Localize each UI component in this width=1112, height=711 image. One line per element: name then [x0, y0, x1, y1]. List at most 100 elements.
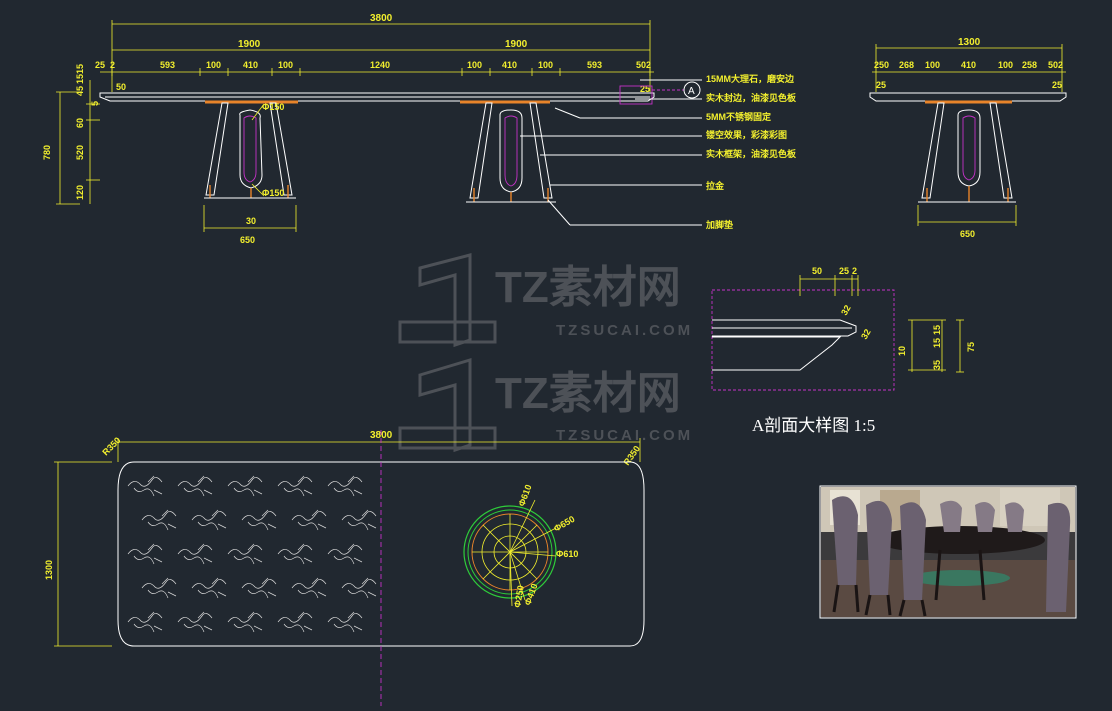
vdim-2: 15 — [75, 64, 85, 74]
marble-vein — [127, 475, 163, 497]
seg-r-4: 502 — [636, 60, 651, 70]
detail-total: 75 — [966, 342, 976, 352]
side-seg-6: 502 — [1048, 60, 1063, 70]
marble-vein — [341, 577, 377, 599]
front-elevation: 3800 1900 1900 25 2 593 100 410 100 1240… — [42, 13, 701, 245]
marble-vein — [177, 611, 213, 633]
side-edge-left: 25 — [876, 80, 886, 90]
watermark-brand: TZ素材网 — [495, 263, 681, 312]
plan-pedestal — [463, 499, 557, 607]
detail-top-2: 2 — [852, 266, 857, 276]
front-tabletop — [99, 92, 655, 104]
dim-half-left: 1900 — [238, 39, 261, 50]
plan-outline — [117, 461, 645, 647]
detail-right-0: 15 — [932, 325, 942, 335]
vdim-3: 5 — [90, 101, 100, 106]
seg-r-3: 593 — [587, 60, 602, 70]
note-4: 实木框架，油漆见色板 — [706, 148, 797, 159]
dim-overall: 3800 — [370, 13, 393, 24]
front-pedestal-left — [204, 102, 296, 199]
marble-vein — [327, 611, 363, 633]
watermark-brand-2: TZ素材网 — [495, 369, 681, 418]
dining-room-photo — [819, 485, 1077, 619]
detail-top-0: 50 — [812, 266, 822, 276]
side-seg-5: 258 — [1022, 60, 1037, 70]
seg-center: 1240 — [370, 60, 390, 70]
vdim-6: 120 — [75, 185, 85, 200]
note-6: 加脚垫 — [705, 219, 733, 230]
marble-vein — [227, 543, 263, 565]
base-inner: 30 — [246, 216, 256, 226]
edge-dim-left: 50 — [116, 82, 126, 92]
marble-vein — [141, 509, 177, 531]
side-elevation: 1300 250 268 100 410 100 258 502 25 25 6… — [869, 37, 1067, 239]
callout-marker-circle — [683, 81, 701, 99]
seg-r-2: 100 — [538, 60, 553, 70]
marble-vein — [291, 509, 327, 531]
side-seg-3: 410 — [961, 60, 976, 70]
side-seg-1: 268 — [899, 60, 914, 70]
seg-l-2: 593 — [160, 60, 175, 70]
plan-circle-2: Φ610 — [556, 549, 578, 559]
seg-r-1: 410 — [502, 60, 517, 70]
marble-vein — [327, 475, 363, 497]
callout-notes: 15MM大理石，磨安边 实木封边，油漆见色板 5MM不锈钢固定 镂空效果，彩漆彩… — [520, 73, 797, 230]
plan-circle-3: Φ410 — [522, 582, 539, 606]
vdim-5: 520 — [75, 145, 85, 160]
watermark-site: TZSUCAI.COM — [556, 322, 693, 339]
plan-view: 3800 R350 R350 1300 Φ610 Φ650 — [44, 430, 645, 706]
callout-marker: A — [688, 86, 695, 97]
plan-circle-0: Φ610 — [516, 483, 533, 507]
seg-l-1: 2 — [110, 60, 115, 70]
base-width: 650 — [240, 235, 255, 245]
marble-vein — [277, 543, 313, 565]
watermark-lower: TZ素材网 TZSUCAI.COM — [398, 357, 690, 453]
detail-right-2: 10 — [897, 346, 907, 356]
detail-slope-1: 32 — [859, 327, 873, 341]
dim-half-right: 1900 — [505, 39, 528, 50]
marble-vein — [291, 577, 327, 599]
detail-right-1: 15 — [932, 338, 942, 348]
detail-top-1: 25 — [839, 266, 849, 276]
seg-l-5: 100 — [278, 60, 293, 70]
detail-right-3: 35 — [932, 360, 942, 370]
phi-top: Φ150 — [262, 102, 284, 112]
marble-vein — [241, 509, 277, 531]
marble-vein — [177, 543, 213, 565]
note-1: 实木封边，油漆见色板 — [706, 92, 797, 103]
front-vertical-dims — [56, 80, 100, 205]
callout-box — [619, 85, 653, 105]
marble-vein — [127, 543, 163, 565]
marble-vein — [341, 509, 377, 531]
detail-slope-0: 32 — [839, 303, 853, 317]
seg-l-0: 25 — [95, 60, 105, 70]
front-pedestal-right — [466, 102, 556, 203]
front-segment-ticks — [111, 68, 651, 76]
vdim-1: 15 — [75, 74, 85, 84]
side-seg-0: 250 — [874, 60, 889, 70]
vdim-4: 60 — [75, 118, 85, 128]
detail-caption: A剖面大样图 1:5 — [752, 416, 875, 435]
plan-overall: 3800 — [370, 430, 393, 441]
side-edge-right: 25 — [1052, 80, 1062, 90]
phi-bottom: Φ150 — [262, 188, 284, 198]
note-3: 镂空效果，彩漆彩图 — [706, 129, 787, 140]
marble-vein — [277, 475, 313, 497]
marble-vein — [177, 475, 213, 497]
note-2: 5MM不锈钢固定 — [706, 111, 772, 122]
seg-r-0: 100 — [467, 60, 482, 70]
marble-vein — [141, 577, 177, 599]
marble-vein — [277, 611, 313, 633]
plan-width: 1300 — [44, 560, 54, 580]
marble-vein — [227, 475, 263, 497]
marble-vein — [127, 611, 163, 633]
marble-vein — [327, 543, 363, 565]
edge-dim-right: 25 — [640, 84, 650, 94]
section-detail: 50 25 2 32 32 15 15 10 35 75 A剖面大样图 1:5 — [711, 266, 976, 435]
note-0: 15MM大理石，磨安边 — [706, 73, 795, 84]
plan-corner-right: R350 — [621, 444, 642, 467]
note-5: 拉金 — [706, 180, 725, 191]
plan-circle-4: Φ250 — [512, 585, 526, 609]
